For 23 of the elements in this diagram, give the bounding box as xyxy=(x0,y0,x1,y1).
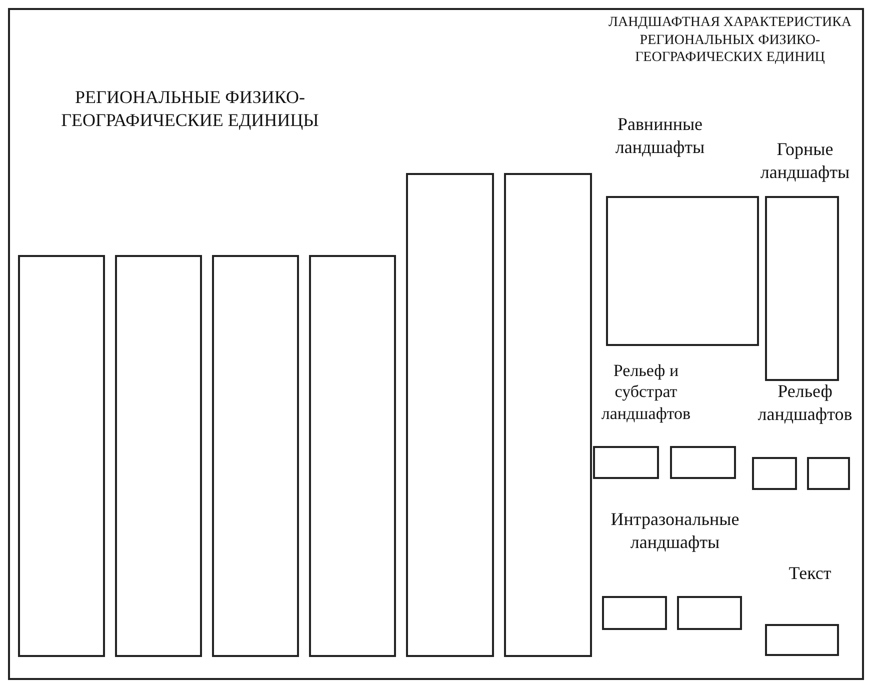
sheet-title: ЛАНДШАФТНАЯ ХАРАКТЕРИСТИКА РЕГИОНАЛЬНЫХ ФИЗИКО-ГЕОГРАФИЧЕСКИХ ЕДИНИЦ xyxy=(607,14,853,66)
section-heading: РЕГИОНАЛЬНЫЕ ФИЗИКО-ГЕОГРАФИЧЕСКИЕ ЕДИНИЦЫ xyxy=(60,86,320,131)
layout-box xyxy=(602,596,667,630)
layout-box xyxy=(406,173,494,657)
layout-box xyxy=(807,457,850,490)
layout-box xyxy=(593,446,659,479)
layout-box xyxy=(765,624,839,656)
layout-box xyxy=(504,173,592,657)
layout-box xyxy=(309,255,396,657)
layout-box xyxy=(677,596,742,630)
layout-box xyxy=(765,196,839,381)
area-label: Интразональные ландшафты xyxy=(610,508,740,553)
area-label: Равнинные ландшафты xyxy=(614,113,706,158)
layout-box xyxy=(212,255,299,657)
area-label: Рельеф и субстрат ландшафтов xyxy=(600,360,692,424)
layout-box xyxy=(752,457,797,490)
layout-box xyxy=(670,446,736,479)
layout-box xyxy=(115,255,202,657)
area-label: Текст xyxy=(788,562,832,584)
area-label: Рельеф ландшафтов xyxy=(756,380,854,425)
layout-box xyxy=(18,255,105,657)
layout-box xyxy=(606,196,759,346)
area-label: Горные ландшафты xyxy=(759,138,851,183)
